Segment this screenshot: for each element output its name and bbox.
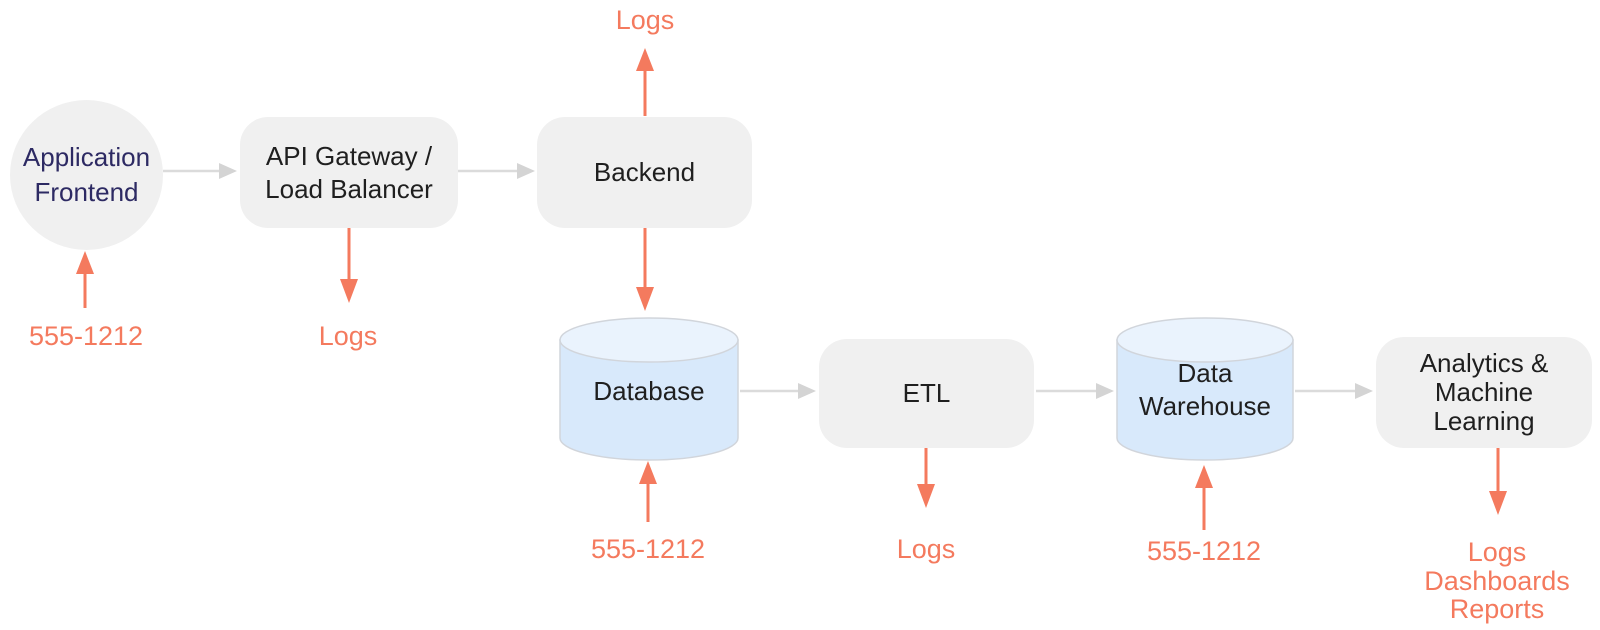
logs-arrow-from-api-gateway [340, 228, 358, 303]
annotation-data-warehouse-phone: 555-1212 [1146, 536, 1262, 566]
node-analytics-label: Analytics & Machine Learning [1419, 348, 1549, 436]
node-backend: Backend [537, 117, 752, 228]
node-application-frontend-label: Application Frontend [22, 142, 151, 207]
logs-arrow-from-backend-up [636, 48, 654, 116]
connector-api-gateway-to-backend [458, 163, 535, 179]
data-warehouse-cylinder-shape [1116, 317, 1294, 461]
connector-data-warehouse-to-analytics [1295, 383, 1373, 399]
node-etl-label: ETL [902, 378, 951, 408]
arrow-backend-to-database [636, 228, 654, 311]
annotation-analytics-output-line: Reports [1449, 594, 1545, 624]
node-backend-label: Backend [593, 157, 696, 187]
node-database-label: Database [593, 376, 705, 406]
logs-arrow-from-etl [917, 448, 935, 508]
node-application-frontend: Application Frontend [10, 100, 163, 250]
connector-frontend-to-api-gateway [163, 163, 237, 179]
database-cylinder-shape [559, 317, 739, 461]
annotation-analytics-output-line: Logs [1467, 537, 1527, 567]
node-api-gateway-load-balancer: API Gateway / Load Balancer [240, 117, 458, 228]
outputs-arrow-from-analytics [1489, 448, 1507, 515]
node-etl: ETL [819, 339, 1034, 448]
annotation-analytics-outputs: Logs Dashboards Reports [1397, 538, 1597, 624]
node-api-gateway-label: API Gateway / Load Balancer [265, 140, 433, 204]
connector-database-to-etl [740, 383, 816, 399]
annotation-api-gateway-logs: Logs [318, 321, 378, 351]
phone-arrow-into-frontend [76, 251, 94, 308]
phone-arrow-into-data-warehouse [1195, 465, 1213, 530]
node-analytics-machine-learning: Analytics & Machine Learning [1376, 337, 1592, 448]
annotation-backend-logs: Logs [615, 5, 675, 35]
connector-etl-to-data-warehouse [1036, 383, 1114, 399]
annotation-frontend-phone: 555-1212 [28, 321, 144, 351]
annotation-database-phone: 555-1212 [590, 534, 706, 564]
annotation-etl-logs: Logs [896, 534, 956, 564]
annotation-analytics-output-line: Dashboards [1424, 565, 1570, 596]
phone-arrow-into-database [639, 461, 657, 522]
node-data-warehouse: Data Warehouse [1115, 357, 1295, 423]
node-database: Database [559, 375, 739, 408]
node-data-warehouse-label: Data Warehouse [1139, 358, 1271, 421]
